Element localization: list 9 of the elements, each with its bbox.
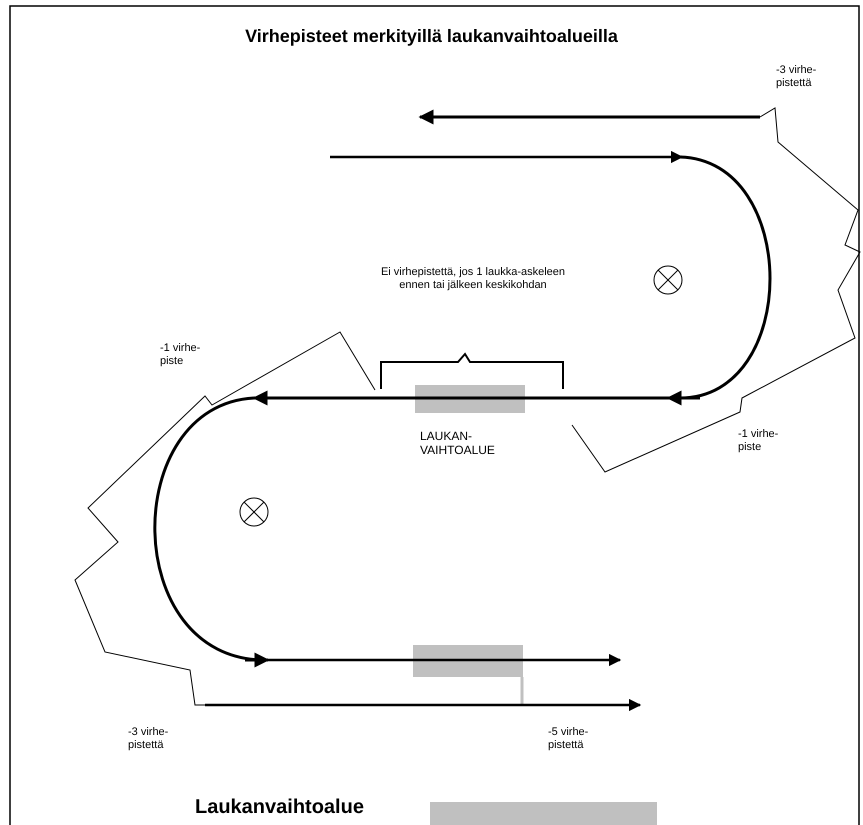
penalty-label: -1 virhe- piste [160,342,202,368]
penalty-label: -1 virhe- piste [738,428,780,454]
zone-label: LAUKAN- VAIHTOALUE [420,430,496,458]
penalty-label: -3 virhe- pistettä [776,64,818,90]
penalty-label: -3 virhe- pistettä [128,726,170,752]
penalty-note: Ei virhepistettä, jos 1 laukka-askeleen ennen tai jälkeen keskikohdan [380,266,566,292]
legend-label: Laukanvaihtoalue [195,796,364,819]
penalty-label: -5 virhe- pistettä [548,726,590,752]
diagram-title: Virhepisteet merkityillä laukanvaihtoalueilla [244,26,619,47]
